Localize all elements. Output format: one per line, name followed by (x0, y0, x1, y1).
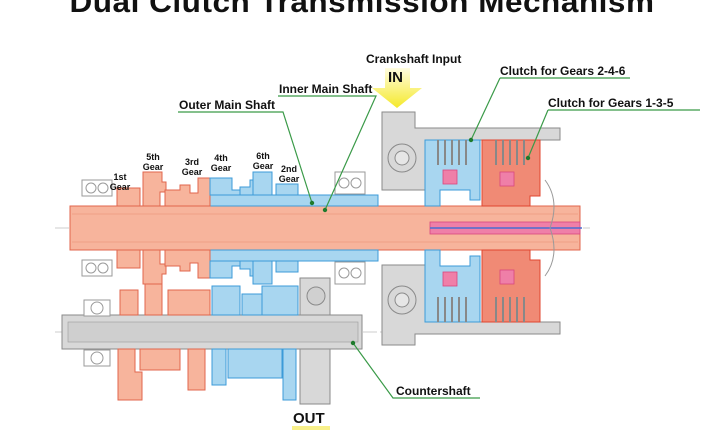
label-in: IN (388, 69, 403, 86)
gear-label-2nd: 2nd (281, 164, 297, 174)
gear-label-4th: 4th (214, 153, 228, 163)
left-bearings (81, 179, 113, 367)
label-inner-main-shaft: Inner Main Shaft (279, 82, 372, 96)
label-clutch-1-3-5: Clutch for Gears 1-3-5 (548, 96, 674, 110)
countershaft-gears-upper (119, 277, 331, 316)
even-gears-upper (209, 171, 299, 196)
label-out: OUT (293, 410, 325, 427)
label-clutch-2-4-6: Clutch for Gears 2-4-6 (500, 64, 626, 78)
label-outer-main-shaft: Outer Main Shaft (179, 98, 275, 112)
gear-label-5th: 5th (146, 152, 160, 162)
diagram-title: Dual Clutch Transmission Mechanism (69, 0, 655, 19)
label-countershaft: Countershaft (396, 384, 471, 398)
clutch-1-3-5 (481, 139, 555, 323)
leader-lines (178, 77, 700, 399)
mid-bearings (334, 171, 366, 285)
clutch-housing (381, 111, 561, 346)
gear-label-1st: 1st (113, 172, 126, 182)
gear-label-6th-sub: Gear (253, 161, 274, 171)
output-arrow (292, 426, 330, 430)
gear-label-2nd-sub: Gear (279, 174, 300, 184)
gear-label-6th: 6th (256, 151, 270, 161)
gear-label-1st-sub: Gear (110, 182, 131, 192)
gear-labels: 1st Gear 5th Gear 3rd Gear 4th Gear 6th … (110, 151, 300, 192)
gear-label-4th-sub: Gear (211, 163, 232, 173)
odd-gears-lower (116, 249, 211, 285)
countershaft-gears-lower (117, 348, 331, 405)
clutch-2-4-6 (424, 139, 481, 323)
countershaft (61, 314, 363, 350)
even-gears-lower (209, 260, 299, 285)
input-arrow (372, 68, 422, 108)
gear-label-3rd-sub: Gear (182, 167, 203, 177)
label-crankshaft-input: Crankshaft Input (366, 52, 461, 66)
gear-label-5th-sub: Gear (143, 162, 164, 172)
odd-gears-upper (116, 171, 211, 207)
gear-label-3rd: 3rd (185, 157, 199, 167)
